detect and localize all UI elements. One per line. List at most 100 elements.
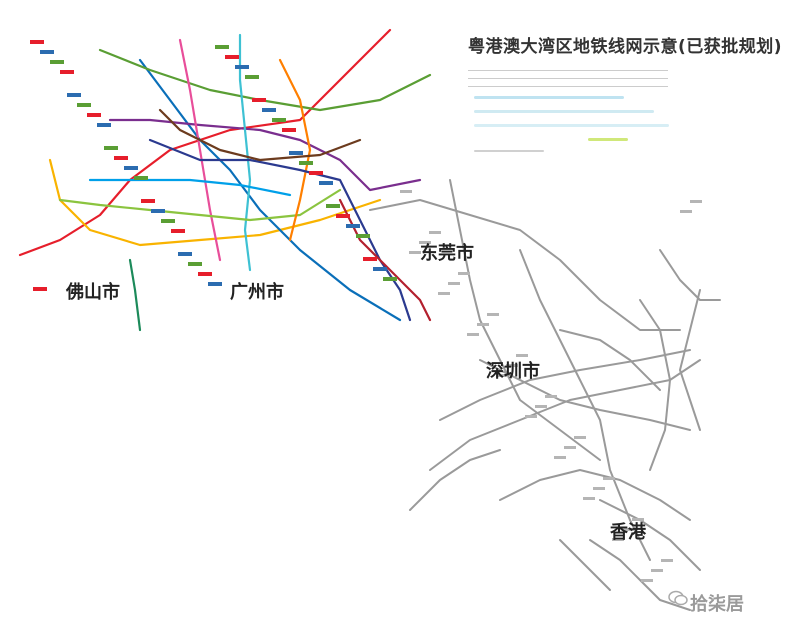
station-tag <box>134 176 148 180</box>
gray-line-9 <box>559 539 611 591</box>
gray-line-14 <box>599 499 701 571</box>
gray-station-tag <box>641 579 653 582</box>
gray-line-6 <box>479 359 691 431</box>
gray-station-tag <box>632 518 644 521</box>
gray-station-tag <box>690 200 702 203</box>
map-title: 粤港澳大湾区地铁线网示意(已获批规划) <box>468 37 783 57</box>
station-tag <box>124 166 138 170</box>
station-tag <box>171 229 185 233</box>
gray-station-tag <box>680 210 692 213</box>
gray-station-tag <box>564 446 576 449</box>
gz-line-10 <box>278 58 312 242</box>
city-label-guangzhou: 广州市 <box>230 282 284 303</box>
gray-station-tag <box>535 405 547 408</box>
gz-line-2 <box>48 158 382 247</box>
city-label-foshan: 佛山市 <box>66 282 120 303</box>
station-tag <box>363 257 377 261</box>
gray-station-tag <box>651 569 663 572</box>
station-tag <box>373 267 387 271</box>
gray-station-tag <box>477 323 489 326</box>
gray-station-tag <box>516 354 528 357</box>
legend-panel <box>468 58 678 160</box>
city-label-dongguan: 东莞市 <box>420 243 474 264</box>
gz-line-12 <box>338 198 432 322</box>
gray-station-tag <box>458 272 470 275</box>
gray-station-tag <box>487 313 499 316</box>
gray-station-tag <box>506 364 518 367</box>
station-tag <box>50 60 64 64</box>
gray-station-tag <box>438 292 450 295</box>
gray-station-tag <box>612 538 624 541</box>
station-tag <box>326 204 340 208</box>
wechat-icon <box>668 590 688 606</box>
station-tag <box>114 156 128 160</box>
gray-line-1 <box>369 199 681 331</box>
gray-line-8 <box>589 539 691 611</box>
station-tag <box>309 171 323 175</box>
watermark: 拾柒居 <box>690 594 744 615</box>
station-tag <box>356 234 370 238</box>
station-tag <box>40 50 54 54</box>
gray-station-tag <box>419 241 431 244</box>
station-tag <box>208 282 222 286</box>
gray-station-tag <box>467 333 479 336</box>
station-tag <box>215 45 229 49</box>
gray-station-tag <box>545 395 557 398</box>
city-label-shenzhen: 深圳市 <box>486 361 540 382</box>
gz-line-8 <box>58 188 342 222</box>
gray-station-tag <box>429 231 441 234</box>
station-tag <box>383 277 397 281</box>
gray-station-tag <box>622 528 634 531</box>
station-tag <box>77 103 91 107</box>
gray-line-3 <box>519 249 651 561</box>
gz-line-14 <box>158 108 362 162</box>
station-tag <box>178 252 192 256</box>
gray-line-13 <box>559 329 661 391</box>
station-tag <box>225 55 239 59</box>
city-label-hongkong: 香港 <box>610 522 646 543</box>
station-tag <box>161 219 175 223</box>
gray-station-tag <box>583 497 595 500</box>
station-tag <box>245 75 259 79</box>
station-tag <box>346 224 360 228</box>
station-tag <box>198 272 212 276</box>
station-tag <box>104 146 118 150</box>
gray-station-tag <box>400 190 412 193</box>
gz-line-3 <box>138 58 402 322</box>
gz-line-6 <box>238 33 252 272</box>
gray-line-7 <box>499 469 691 521</box>
station-tag <box>141 199 155 203</box>
gray-line-12 <box>409 449 501 511</box>
gray-line-4 <box>429 359 701 471</box>
gray-line-5 <box>439 349 691 421</box>
gray-station-tag <box>661 559 673 562</box>
gz-line-7 <box>178 38 222 262</box>
gz-line-13 <box>88 178 292 197</box>
gray-station-tag <box>603 477 615 480</box>
station-tag <box>67 93 81 97</box>
gz-line-1 <box>18 28 392 257</box>
station-tag <box>188 262 202 266</box>
station-tag <box>336 214 350 218</box>
station-tag <box>299 161 313 165</box>
gray-line-2 <box>449 179 601 461</box>
station-tag <box>289 151 303 155</box>
gz-line-5 <box>108 118 422 192</box>
gray-station-tag <box>525 415 537 418</box>
gz-line-9 <box>128 258 142 332</box>
gray-station-tag <box>496 374 508 377</box>
station-tag <box>235 65 249 69</box>
station-tag <box>33 287 47 291</box>
gray-line-15 <box>659 249 721 301</box>
station-tag <box>151 209 165 213</box>
gray-station-tag <box>448 282 460 285</box>
gray-line-11 <box>679 289 701 431</box>
gray-line-10 <box>639 299 671 471</box>
gray-station-tag <box>574 436 586 439</box>
station-tag <box>319 181 333 185</box>
gray-station-tag <box>409 251 421 254</box>
gray-station-tag <box>593 487 605 490</box>
station-tag <box>272 118 286 122</box>
station-tag <box>97 123 111 127</box>
